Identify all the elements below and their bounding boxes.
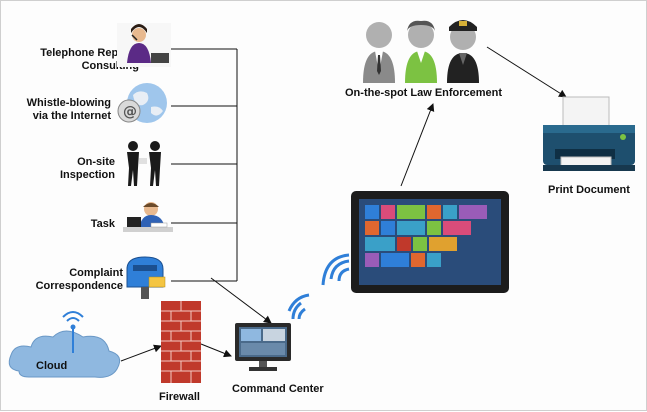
- arrow-firewall-command: [200, 343, 232, 358]
- desk-worker-icon: [123, 202, 173, 232]
- internet-globe-icon: @: [117, 83, 167, 123]
- wifi-icon: [321, 253, 350, 286]
- label-task: Task: [90, 218, 115, 230]
- arrow-tablet-officers: [400, 103, 435, 187]
- printer-icon: [543, 96, 635, 171]
- telephone-operator-icon: [117, 23, 171, 67]
- monitor-icon: [235, 323, 291, 371]
- brick-wall-icon: [161, 301, 201, 383]
- officers-icon: [363, 20, 479, 83]
- svg-text:@: @: [123, 104, 137, 120]
- label-cloud: Cloud: [36, 360, 68, 372]
- label-print-document: Print Document: [548, 184, 630, 196]
- label-command-center: Command Center: [232, 383, 324, 395]
- arrow-to-command-center: [210, 277, 272, 324]
- arrow-officers-printer: [486, 46, 567, 98]
- wifi-icon: [287, 293, 310, 320]
- arrow-cloud-firewall: [120, 344, 162, 362]
- label-firewall: Firewall: [159, 391, 200, 403]
- tablet-icon: [351, 191, 509, 293]
- label-law-enforcement: On-the-spot Law Enforcement: [345, 87, 503, 99]
- inspectors-icon: [127, 141, 161, 186]
- cloud-icon: [8, 311, 121, 378]
- mailbox-icon: [126, 256, 166, 299]
